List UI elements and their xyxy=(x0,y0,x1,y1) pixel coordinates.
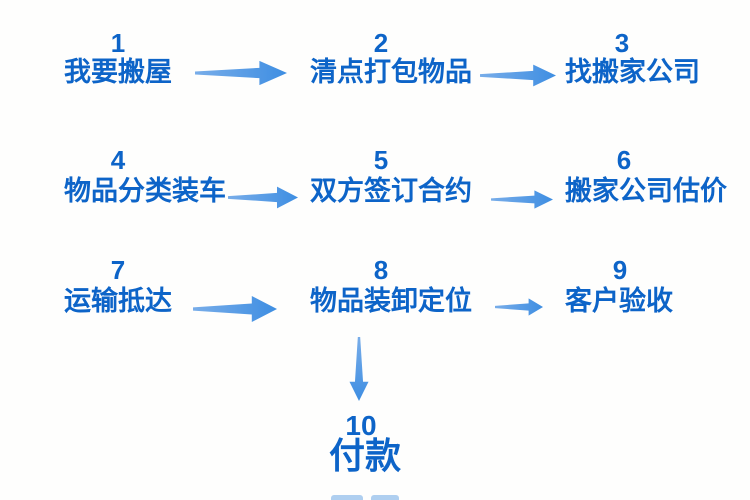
step-1-label: 我要搬屋 xyxy=(64,57,172,87)
step-2-label: 清点打包物品 xyxy=(310,57,472,87)
arrow-right-5-6-icon xyxy=(491,189,553,210)
step-6-label: 搬家公司估价 xyxy=(565,176,727,206)
step-9-number: 9 xyxy=(612,255,628,285)
step-3-label: 找搬家公司 xyxy=(565,57,700,87)
step-5-label: 双方签订合约 xyxy=(310,176,472,206)
step-9-label: 客户验收 xyxy=(565,286,673,316)
arrow-right-1-2-icon xyxy=(195,59,287,87)
arrow-down-8-10-icon xyxy=(348,337,370,401)
step-8-label: 物品装卸定位 xyxy=(310,286,472,316)
cutoff-partial-content xyxy=(371,495,399,500)
step-2-number: 2 xyxy=(373,28,389,58)
step-10-number: 10 xyxy=(345,410,377,441)
step-1-number: 1 xyxy=(110,28,126,58)
step-5-number: 5 xyxy=(373,145,389,175)
cutoff-partial-content xyxy=(331,495,363,500)
arrow-right-8-9-icon xyxy=(495,297,543,317)
step-4-label: 物品分类装车 xyxy=(64,176,226,206)
arrow-right-7-8-icon xyxy=(193,294,277,324)
step-7-label: 运输抵达 xyxy=(64,286,172,316)
step-6-number: 6 xyxy=(616,145,632,175)
step-4-number: 4 xyxy=(110,145,126,175)
step-10-label: 付款 xyxy=(328,435,402,476)
step-7-number: 7 xyxy=(110,255,126,285)
arrow-right-2-3-icon xyxy=(480,63,556,88)
arrow-right-4-5-icon xyxy=(228,185,298,210)
step-3-number: 3 xyxy=(614,28,630,58)
step-8-number: 8 xyxy=(373,255,389,285)
